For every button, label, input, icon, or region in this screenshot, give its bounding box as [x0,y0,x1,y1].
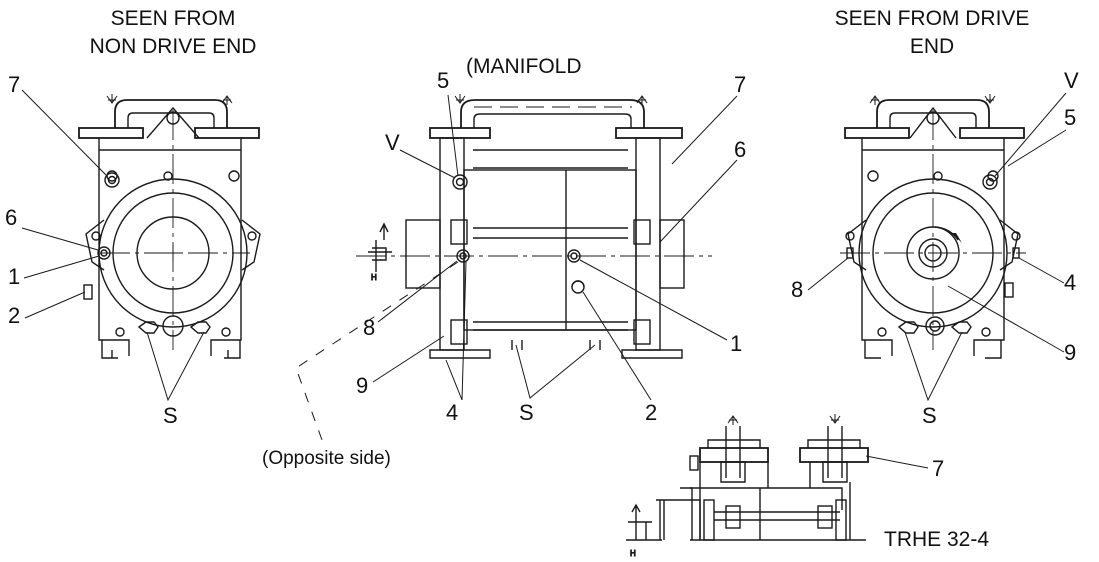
bottom-rotation-mark: H [630,549,636,558]
middle-body: H [356,137,712,359]
mid-label-1: 1 [730,331,742,356]
middle-view: (MANIFOLD [262,55,746,469]
left-label-6: 6 [5,205,17,230]
right-flow-arrows [869,94,996,105]
right-label-S: S [922,403,937,428]
mid-label-9: 9 [356,373,368,398]
mid-label-V: V [385,130,400,155]
mid-label-6: 6 [734,137,746,162]
bottom-flow-arrows [727,414,841,425]
right-labels: V 5 8 4 9 S [791,68,1079,428]
right-title-line2: END [910,35,954,58]
right-label-8: 8 [791,277,803,302]
left-title-line2: NON DRIVE END [90,35,257,58]
left-manifold [78,99,260,139]
right-view: SEEN FROM DRIVE END [791,7,1079,428]
left-casing [83,106,261,359]
right-label-9: 9 [1064,340,1076,365]
right-label-5: 5 [1064,105,1076,130]
mid-label-5: 5 [437,68,449,93]
left-title-line1: SEEN FROM [111,7,236,30]
left-label-7: 7 [8,72,20,97]
mid-label-2: 2 [645,400,657,425]
bottom-title: TRHE 32-4 [884,528,989,551]
mid-label-4: 4 [446,400,458,425]
mid-label-8: 8 [363,315,375,340]
left-labels: 7 6 1 2 S [5,72,205,428]
bottom-detail: H 7 TRHE 32-4 [626,414,989,559]
middle-rotation-mark-left: H [371,273,377,282]
middle-title: (MANIFOLD [466,55,582,78]
middle-manifold [429,99,683,139]
mid-label-7: 7 [734,72,746,97]
right-label-V: V [1064,68,1079,93]
bottom-label-7: 7 [932,456,944,481]
middle-labels: 5 V 7 6 8 9 4 S 2 1 (Opposite side) [262,68,746,469]
left-label-S: S [163,403,178,428]
mid-label-S: S [519,400,534,425]
left-label-1: 1 [8,264,20,289]
right-label-4: 4 [1064,270,1076,295]
right-title-line1: SEEN FROM DRIVE [835,7,1030,30]
mid-label-opposite-side: (Opposite side) [262,448,391,469]
left-flow-arrows [106,94,233,105]
left-view: SEEN FROM NON DRIVE END [5,7,261,428]
left-label-2: 2 [8,303,20,328]
right-manifold [844,99,1025,139]
right-casing [840,106,1026,359]
